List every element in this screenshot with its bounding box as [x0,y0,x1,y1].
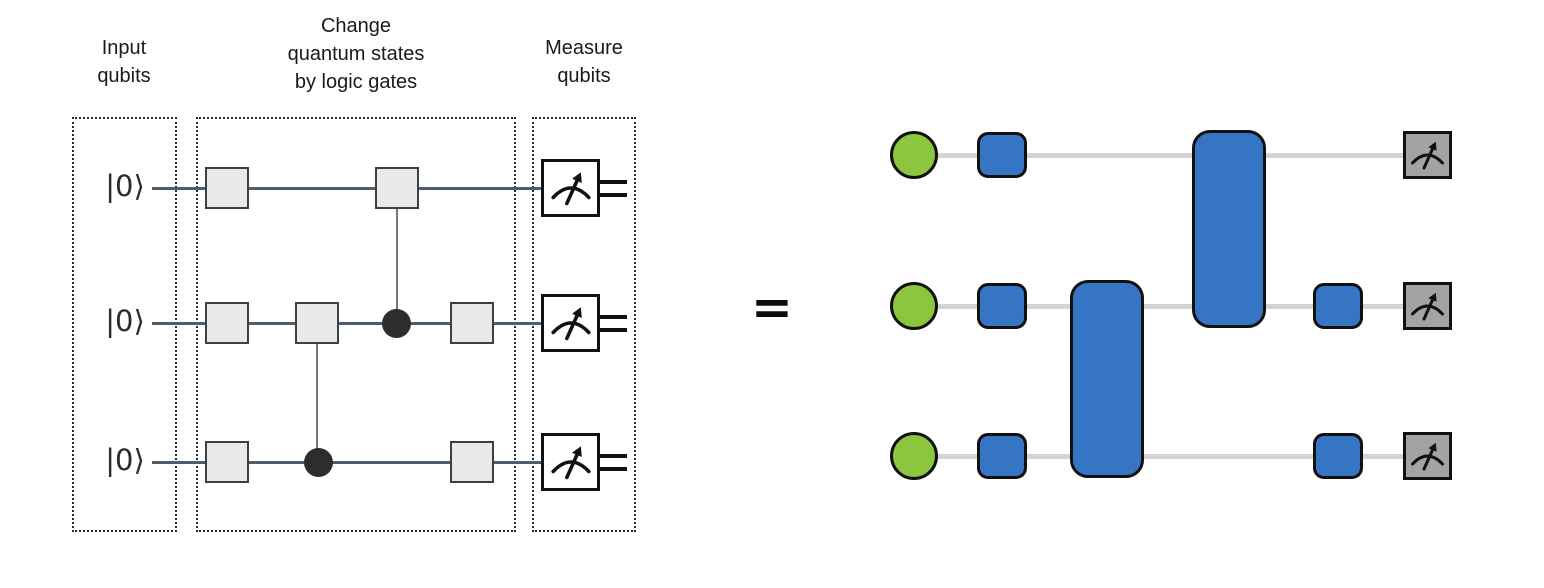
single-qubit-gate [1313,433,1363,479]
classical-bit-line [600,315,627,319]
control-dot [382,309,411,338]
qubit-wire [152,461,541,464]
section-label-gates: Change quantum states by logic gates [287,15,425,93]
measurement-box [1403,131,1452,179]
measurement-box [541,159,600,217]
qubit-wire [914,153,1406,158]
measurement-box [541,294,600,352]
qubit-wire [152,187,541,190]
qubit-ket-label: |0⟩ [105,304,145,338]
qubit-ket-label: |0⟩ [105,443,145,477]
measurement-gauge-icon [1411,141,1444,170]
qubit-wire [914,454,1406,459]
equals-sign: = [751,278,793,336]
input-qubit-node [890,131,938,179]
two-qubit-gate [1192,130,1266,328]
input-qubit-node [890,432,938,480]
control-connector-line [396,209,398,319]
classical-bit-line [600,454,627,458]
classical-bit-line [600,328,627,332]
qubit-wire [914,304,1406,309]
qubit-wire [152,322,541,325]
measurement-gauge-icon [550,446,591,480]
controlled-gate [375,167,419,209]
classical-bit-line [600,193,627,197]
single-qubit-gate [450,302,494,344]
measurement-gauge-icon [550,172,591,206]
single-qubit-gate [1313,283,1363,329]
measurement-gauge-icon [1411,292,1444,321]
input-qubit-node [890,282,938,330]
section-label-measure: Measure qubits [545,37,623,87]
single-qubit-gate [977,433,1027,479]
classical-bit-line [600,180,627,184]
single-qubit-gate [205,441,249,483]
single-qubit-gate [450,441,494,483]
single-qubit-gate [977,132,1027,178]
classical-bit-line [600,467,627,471]
measurement-box [1403,282,1452,330]
measurement-gauge-icon [1411,442,1444,471]
measurement-gauge-icon [550,307,591,341]
controlled-gate [295,302,339,344]
measurement-box [541,433,600,491]
single-qubit-gate [977,283,1027,329]
control-dot [304,448,333,477]
single-qubit-gate [205,302,249,344]
control-connector-line [316,344,318,458]
two-qubit-gate [1070,280,1144,478]
section-label-input: Input qubits [97,37,151,87]
measurement-box [1403,432,1452,480]
qubit-ket-label: |0⟩ [105,169,145,203]
single-qubit-gate [205,167,249,209]
